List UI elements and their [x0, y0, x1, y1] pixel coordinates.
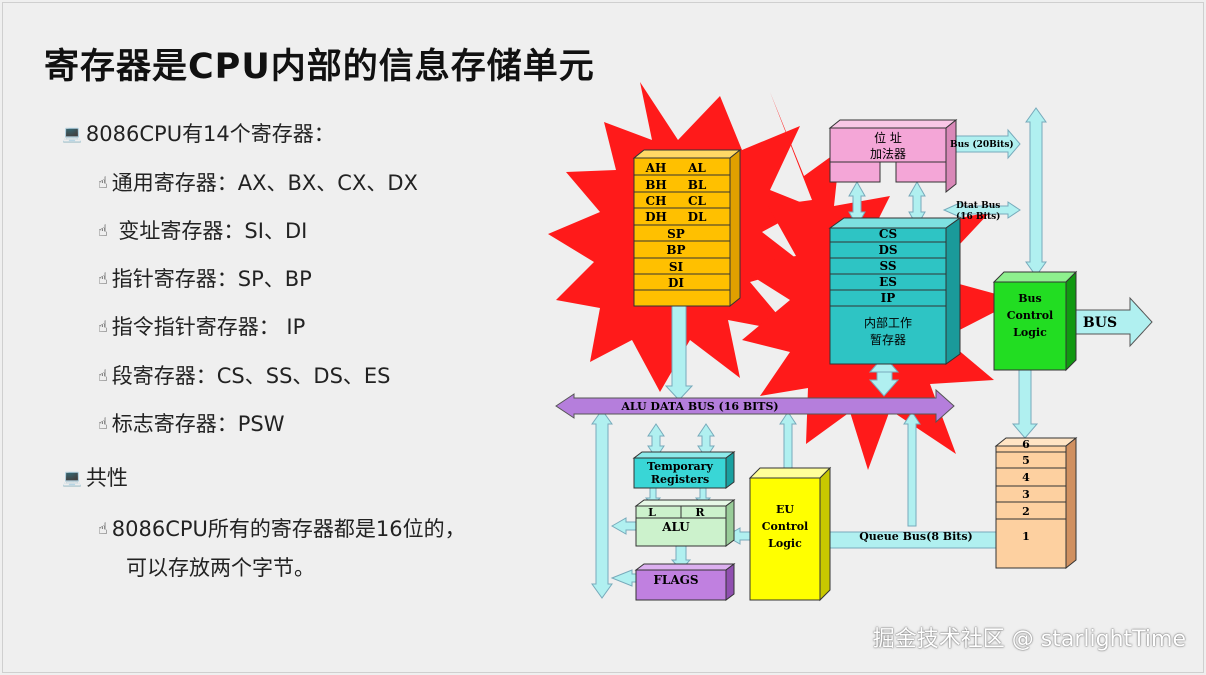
bullet-ip-register: ☝指令指针寄存器： IP [98, 311, 305, 341]
reg-es: ES [879, 275, 897, 289]
reg-di: DI [668, 276, 684, 290]
laptop-icon: 💻 [62, 124, 82, 143]
eu-label-2: Control [762, 520, 808, 533]
segment-registers-block: CS DS SS ES IP 内部工作 暂存器 [828, 217, 962, 365]
slide-title: 寄存器是CPU内部的信息存储单元 [44, 47, 595, 87]
pointing-hand-icon: ☝ [98, 414, 108, 433]
reg-bl: BL [688, 178, 707, 192]
bullet-text: 共性 [85, 466, 128, 490]
reg-ss: SS [879, 259, 896, 273]
reg-bp: BP [666, 243, 685, 257]
reg-dl: DL [688, 210, 707, 224]
bcl-label-3: Logic [1013, 326, 1047, 339]
bullet-text: 8086CPU所有的寄存器都是16位的， [111, 517, 466, 541]
bullet-two-bytes: 可以存放两个字节。 [126, 556, 315, 580]
bullet-text: 段寄存器：CS、SS、DS、ES [111, 364, 391, 388]
temp-regs-label-2: Registers [651, 473, 709, 486]
bullet-text: 指针寄存器：SP、BP [111, 267, 312, 291]
bullet-16-bit: ☝8086CPU所有的寄存器都是16位的， [98, 513, 466, 543]
bullet-pointer-registers: ☝指针寄存器：SP、BP [98, 263, 312, 293]
watermark: 掘金技术社区 @ starlightTime [872, 627, 1186, 652]
bullet-segment-registers: ☝段寄存器：CS、SS、DS、ES [98, 360, 391, 390]
bullet-text: 标志寄存器：PSW [111, 412, 285, 436]
reg-cl: CL [688, 194, 707, 208]
bullet-text: 指令指针寄存器： IP [111, 315, 306, 339]
bullet-index-registers: ☝ 变址寄存器：SI、DI [98, 215, 307, 245]
pointing-hand-icon: ☝ [98, 221, 108, 240]
alu-r-label: R [695, 506, 705, 519]
pointing-hand-icon: ☝ [98, 173, 108, 192]
queue-slot-5: 5 [1022, 454, 1030, 467]
bullet-text: 通用寄存器：AX、BX、CX、DX [111, 171, 418, 195]
pointing-hand-icon: ☝ [98, 269, 108, 288]
dtat-bus-label-1: Dtat Bus [956, 201, 1000, 211]
queue-slot-6: 6 [1022, 438, 1030, 451]
reg-cs: CS [879, 227, 897, 241]
reg-al: AL [687, 161, 706, 175]
eu-label-3: Logic [768, 537, 802, 550]
internal-temp-label-2: 暂存器 [870, 333, 906, 347]
flags-block: FLAGS [634, 563, 736, 601]
bcl-label-1: Bus [1018, 292, 1042, 305]
bullet-14-registers: 💻8086CPU有14个寄存器： [62, 118, 335, 148]
adder-label-1: 位 址 [874, 130, 902, 145]
bcl-label-2: Control [1007, 309, 1053, 322]
reg-ip: IP [881, 291, 896, 305]
queue-slot-1: 1 [1022, 530, 1030, 543]
reg-sp: SP [667, 227, 685, 241]
eu-control-logic-block: EU Control Logic [748, 466, 832, 602]
bus-20bits-label: Bus (20Bits) [950, 139, 1014, 150]
instruction-queue-block: 6 5 4 3 2 1 [994, 436, 1078, 570]
pointing-hand-icon: ☝ [98, 519, 108, 538]
alu-block: L R ALU [634, 499, 736, 547]
bus-control-logic-block: Bus Control Logic [992, 270, 1078, 372]
queue-slot-2: 2 [1022, 505, 1030, 518]
connection-arrows [591, 107, 1153, 599]
bullet-text: 8086CPU有14个寄存器： [85, 122, 335, 146]
queue-slot-4: 4 [1022, 471, 1030, 484]
temp-regs-label-1: Temporary [647, 460, 713, 473]
flags-label: FLAGS [653, 573, 698, 587]
laptop-icon: 💻 [62, 468, 82, 487]
reg-si: SI [669, 260, 684, 274]
reg-ah: AH [645, 161, 667, 175]
internal-temp-label-1: 内部工作 [864, 315, 912, 330]
dtat-bus-label-2: (16 Bits) [956, 211, 1000, 222]
queue-bus-label: Queue Bus(8 Bits) [859, 530, 973, 543]
reg-ds: DS [878, 243, 897, 257]
address-adder-block: 位 址 加法器 [828, 118, 958, 194]
external-bus-label: BUS [1083, 315, 1117, 331]
eu-label-1: EU [776, 503, 794, 516]
bullet-flag-register: ☝标志寄存器：PSW [98, 408, 285, 438]
reg-dh: DH [645, 210, 667, 224]
reg-ch: CH [646, 194, 667, 208]
alu-bus-label: ALU DATA BUS (16 BITS) [620, 400, 778, 413]
pointing-hand-icon: ☝ [98, 366, 108, 385]
alu-l-label: L [648, 506, 656, 519]
bullet-general-registers: ☝通用寄存器：AX、BX、CX、DX [98, 167, 418, 197]
general-registers-block: AH AL BH BL CH CL DH DL SP BP SI DI [632, 148, 742, 308]
reg-bh: BH [645, 178, 666, 192]
adder-label-2: 加法器 [870, 147, 906, 161]
alu-data-bus: ALU DATA BUS (16 BITS) [555, 388, 955, 424]
bullet-common: 💻共性 [62, 462, 128, 492]
bullet-text: 变址寄存器：SI、DI [111, 219, 308, 243]
temporary-registers-block: Temporary Registers [632, 451, 736, 489]
pointing-hand-icon: ☝ [98, 317, 108, 336]
queue-slot-3: 3 [1022, 488, 1030, 501]
alu-label: ALU [661, 520, 690, 534]
